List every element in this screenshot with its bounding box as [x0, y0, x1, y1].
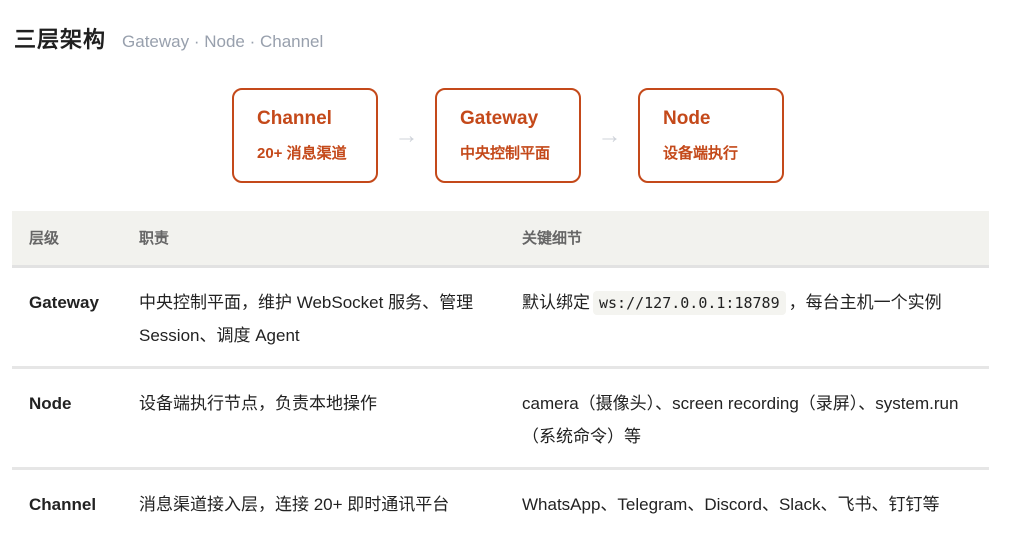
table-header-row: 层级 职责 关键细节 — [12, 211, 989, 268]
cell-layer: Channel — [29, 494, 97, 514]
page-subtitle: Gateway · Node · Channel — [122, 32, 324, 51]
flow-box-gateway: Gateway 中央控制平面 — [435, 88, 581, 183]
flow-box-name: Gateway — [460, 108, 539, 129]
inline-code: ws://127.0.0.1:18789 — [593, 290, 786, 315]
flow-box-desc: 设备端执行 — [663, 145, 739, 162]
cell-duty: 中央控制平面，维护 WebSocket 服务、管理 Session、调度 Age… — [139, 266, 522, 369]
table-row: Channel 消息渠道接入层，连接 20+ 即时通讯平台 WhatsApp、T… — [12, 468, 989, 535]
table-row: Gateway 中央控制平面，维护 WebSocket 服务、管理 Sessio… — [12, 266, 989, 369]
flow-box-node: Node 设备端执行 — [638, 88, 784, 183]
section-header: 三层架构 Gateway · Node · Channel — [14, 22, 323, 54]
flow-box-desc: 中央控制平面 — [460, 145, 551, 162]
detail-text: ，每台主机一个实例 — [788, 292, 942, 312]
cell-detail: WhatsApp、Telegram、Discord、Slack、飞书、钉钉等 — [522, 494, 940, 514]
page-title: 三层架构 — [14, 27, 107, 52]
architecture-flow-diagram: Channel 20+ 消息渠道 → Gateway 中央控制平面 → Node… — [232, 88, 784, 183]
table-row: Node 设备端执行节点，负责本地操作 camera（摄像头）、screen r… — [12, 367, 989, 470]
cell-detail: camera（摄像头）、screen recording（录屏）、system.… — [522, 367, 989, 470]
cell-duty: 设备端执行节点，负责本地操作 — [139, 367, 522, 470]
flow-box-name: Node — [663, 108, 711, 129]
arrow-right-icon: → — [597, 121, 622, 149]
cell-layer: Node — [12, 367, 139, 470]
column-header-detail: 关键细节 — [522, 211, 989, 268]
arrow-right-icon: → — [394, 121, 419, 149]
cell-duty: 消息渠道接入层，连接 20+ 即时通讯平台 — [139, 494, 450, 514]
flow-box-desc: 20+ 消息渠道 — [257, 145, 347, 162]
flow-box-name: Channel — [257, 108, 332, 129]
architecture-table: 层级 职责 关键细节 Gateway 中央控制平面，维护 WebSocket 服… — [12, 211, 989, 535]
detail-text: 默认绑定 — [522, 292, 590, 312]
flow-box-channel: Channel 20+ 消息渠道 — [232, 88, 378, 183]
column-header-duty: 职责 — [139, 211, 522, 268]
column-header-layer: 层级 — [12, 211, 139, 268]
cell-layer: Gateway — [12, 266, 139, 369]
